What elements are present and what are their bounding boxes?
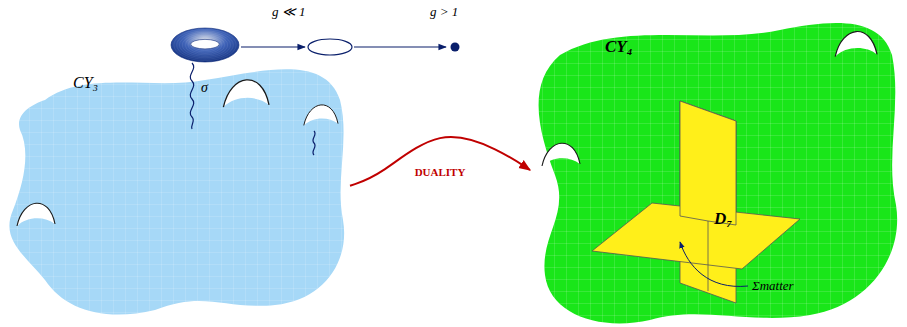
flow-arrow [241, 46, 305, 47]
coupling-label: g > 1 [430, 4, 458, 20]
string-label: σ [201, 80, 208, 96]
region-label: D₇ [714, 209, 732, 229]
manifold-outline [5, 60, 350, 322]
torus [171, 28, 239, 62]
coupling-label: g ≪ 1 [272, 4, 306, 20]
handle-hole [542, 143, 580, 166]
handle-hole [17, 203, 55, 226]
region-label: CY₄ [605, 37, 633, 57]
handle-hole [304, 105, 338, 126]
brane-planes [592, 101, 802, 303]
calabi-yau-space: CY₃ [5, 60, 350, 322]
handle-hole [223, 80, 269, 107]
intersection-label: Σmatter [752, 278, 794, 294]
flow-arrow [354, 46, 446, 47]
edge-label: DUALITY [415, 166, 466, 178]
point-limit [451, 43, 460, 52]
region-label: CY₃ [73, 74, 98, 92]
brane-stack: D₇ [592, 101, 802, 303]
handle-hole [835, 32, 877, 57]
calabi-yau-space: CY₄ D₇ [530, 15, 902, 325]
circle-limit [308, 39, 352, 55]
duality-arrow [350, 137, 530, 186]
